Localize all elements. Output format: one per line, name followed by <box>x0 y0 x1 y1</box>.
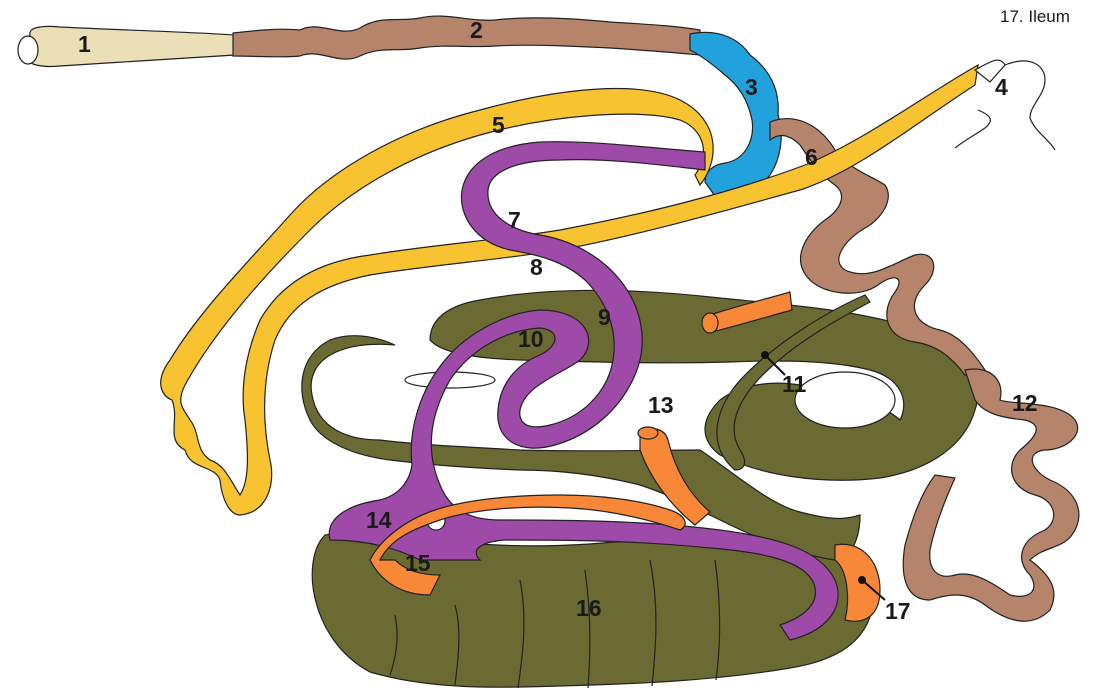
label-11: 11 <box>782 371 807 397</box>
segment-2-tube <box>233 16 700 59</box>
label-15: 15 <box>405 550 431 576</box>
label-1: 1 <box>78 31 91 57</box>
leader-dot-17 <box>858 576 866 584</box>
leader-dot-11 <box>761 351 769 359</box>
label-8: 8 <box>530 254 543 280</box>
label-12: 12 <box>1012 390 1038 416</box>
label-10: 10 <box>518 326 544 352</box>
label-2: 2 <box>470 17 483 43</box>
label-14: 14 <box>366 507 392 533</box>
label-3: 3 <box>745 74 758 100</box>
label-5: 5 <box>492 112 505 138</box>
label-16: 16 <box>576 595 602 621</box>
label-13: 13 <box>648 392 674 418</box>
label-9: 9 <box>598 304 611 330</box>
label-17: 17 <box>885 598 911 624</box>
label-6: 6 <box>805 144 818 170</box>
legend-ileum: 17. Ileum <box>1000 7 1070 26</box>
segment-1-tube <box>18 26 235 66</box>
label-7: 7 <box>508 207 521 233</box>
label-4: 4 <box>995 74 1008 100</box>
